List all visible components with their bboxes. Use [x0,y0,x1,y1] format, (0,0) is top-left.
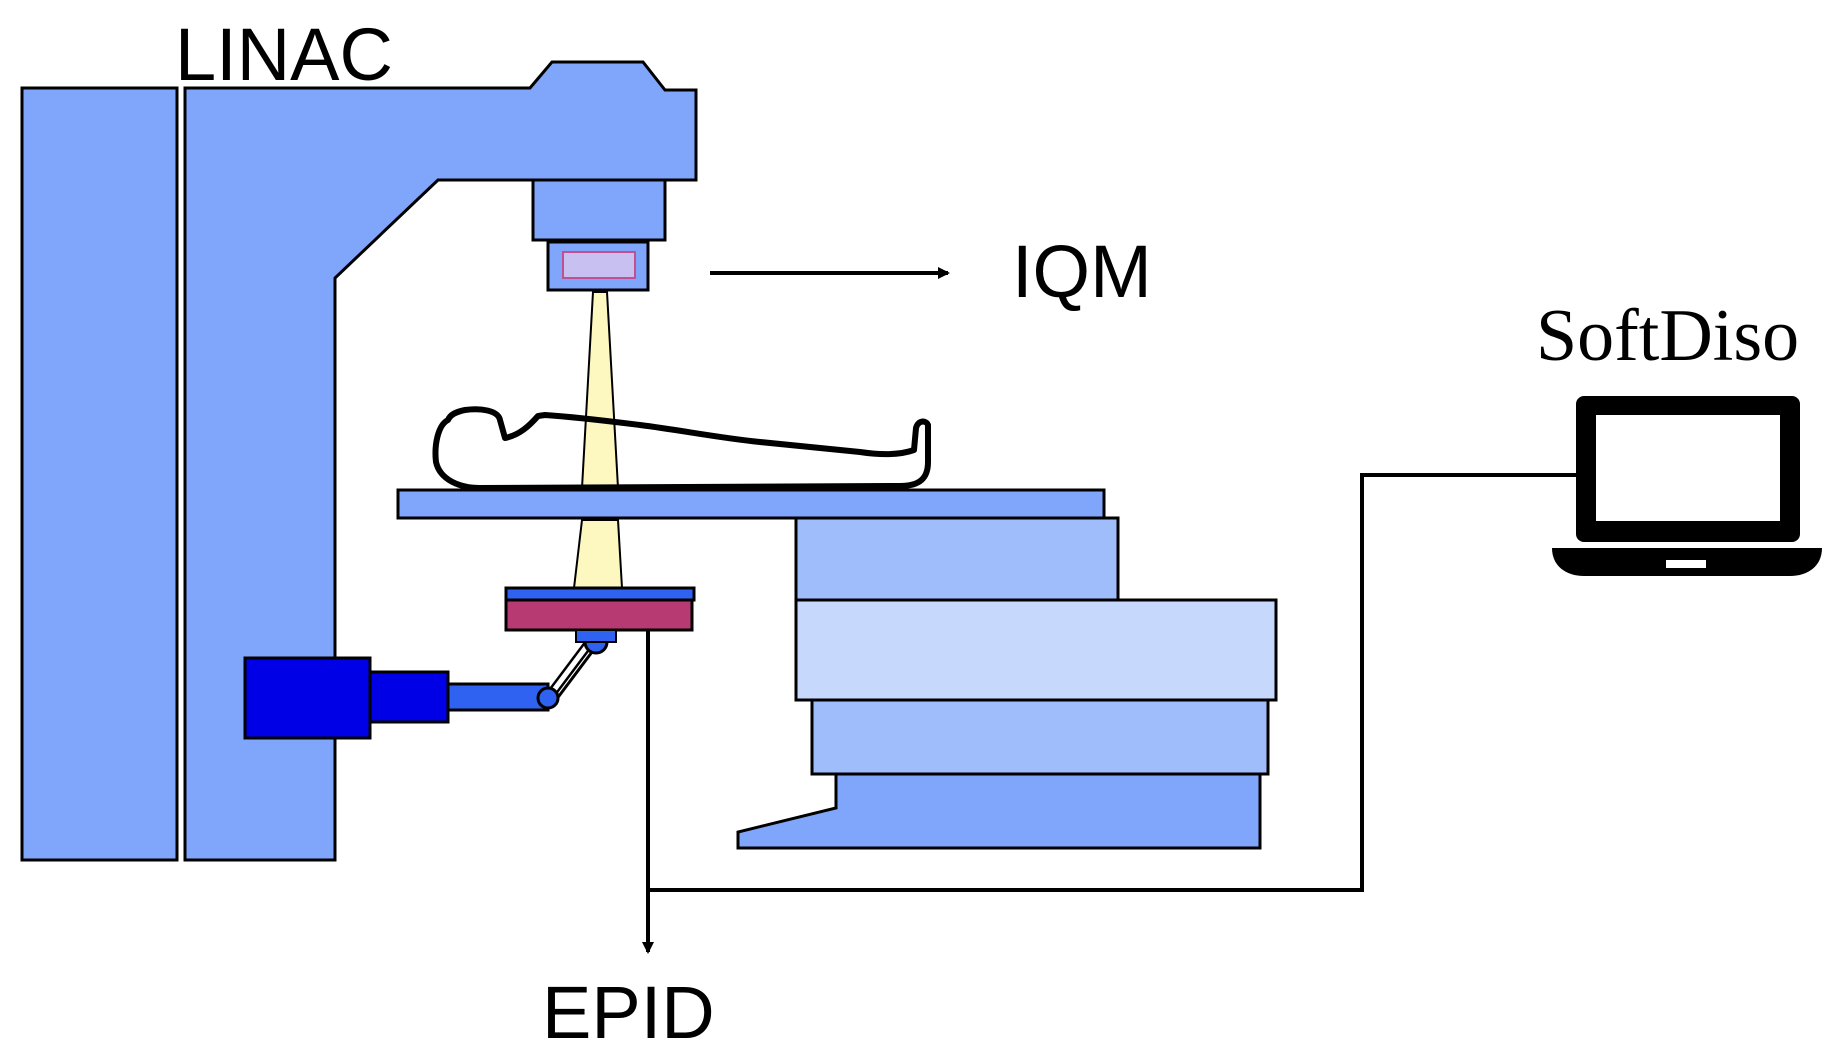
collimator-head [531,178,667,242]
label-iqm: IQM [1012,230,1152,313]
linac-stand [20,86,179,862]
epid-top-plate [504,586,696,602]
couch-base-upper [794,516,1120,602]
iqm-window [562,251,636,279]
epid-mount [575,629,617,643]
epid-arm-motor [243,656,372,740]
couch-base-middle [794,598,1278,702]
radiation-beam-lower [572,519,624,589]
radiation-beam-upper [580,291,620,489]
label-softdiso: SoftDiso [1536,295,1799,377]
epid-arm-joint [368,670,450,724]
laptop-connection [648,473,1600,892]
patient-outline [432,406,931,491]
couch-base-lower [810,698,1270,776]
laptop-trackpad [1666,560,1706,568]
label-epid: EPID [542,971,715,1054]
epid-arm-pivot-low [536,686,560,710]
epid-panel [504,598,694,632]
epid-arm-link [446,682,550,712]
couch-base-foot [736,772,1262,850]
couch-top [396,488,1106,520]
label-linac: LINAC [175,13,393,96]
laptop-screen [1596,415,1780,521]
